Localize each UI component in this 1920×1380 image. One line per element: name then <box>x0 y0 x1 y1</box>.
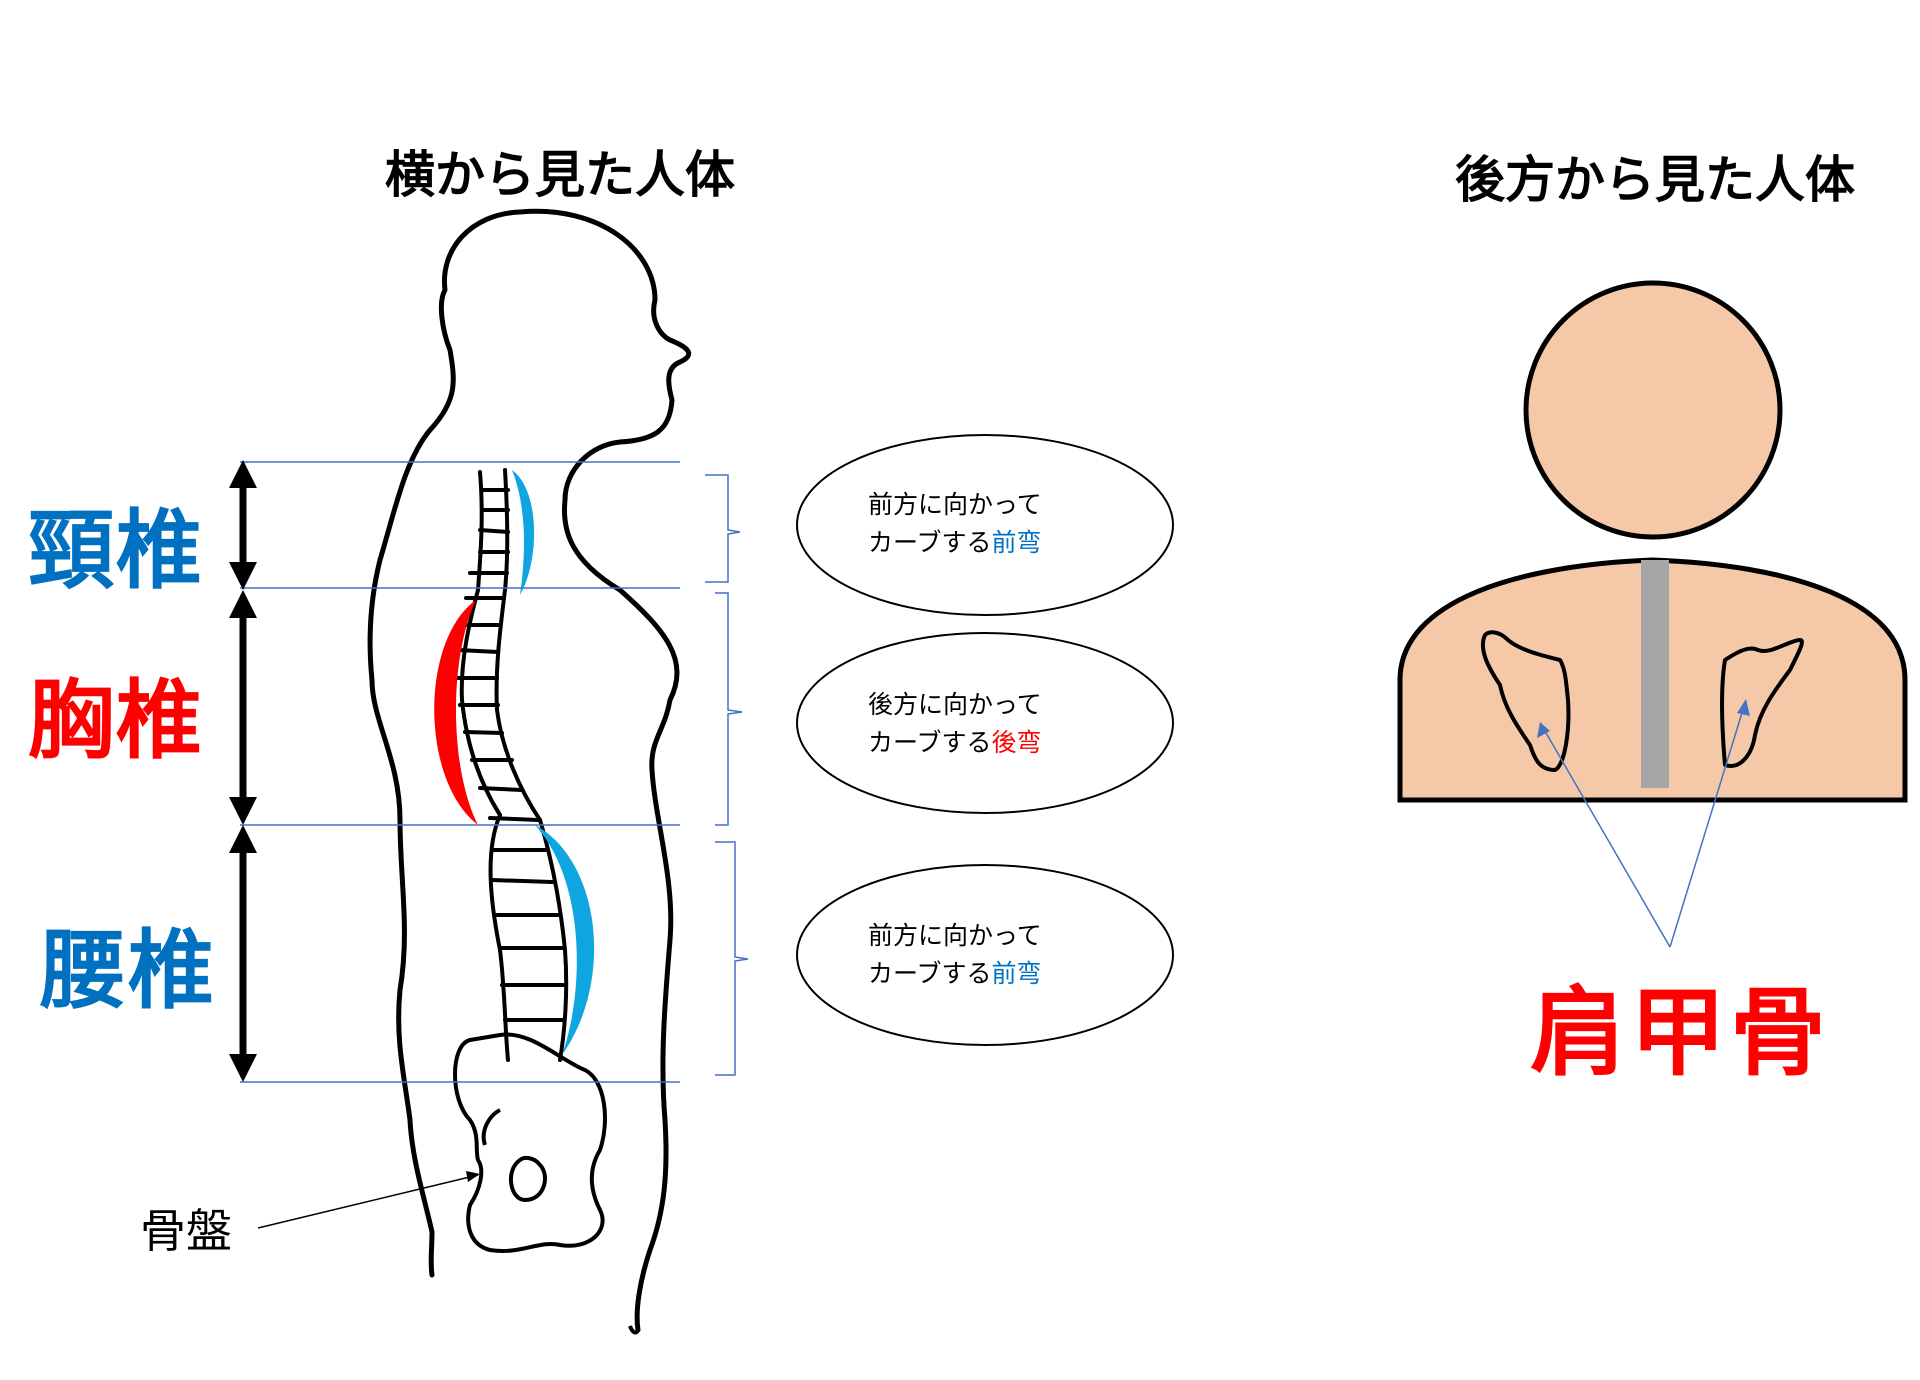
cervical-label: 頸椎 <box>28 480 204 605</box>
region-arrows <box>229 460 257 1082</box>
note-term-kyphosis: 後弯 <box>992 728 1042 757</box>
note-term-lordosis: 前弯 <box>992 959 1042 988</box>
thoracic-kyphosis-curve <box>434 600 478 825</box>
back-view-title: 後方から見た人体 <box>1455 140 1855 212</box>
pelvis-inner <box>511 1158 545 1200</box>
vertebrae <box>458 470 566 1060</box>
note-term-lordosis: 前弯 <box>992 528 1042 557</box>
lumbar-label: 腰椎 <box>40 900 216 1025</box>
note-prefix: カーブする <box>868 959 992 988</box>
note-line1: 前方に向かって <box>868 917 1068 955</box>
note-lumbar: 前方に向かって カーブする前弯 <box>868 917 1068 993</box>
note-cervical: 前方に向かって カーブする前弯 <box>868 486 1068 562</box>
pelvis-shape <box>455 1034 605 1251</box>
note-prefix: カーブする <box>868 528 992 557</box>
note-line1: 前方に向かって <box>868 486 1068 524</box>
pelvis-sacrum <box>484 1110 500 1145</box>
back-spine <box>1641 560 1669 788</box>
region-brackets <box>705 475 748 1075</box>
cervical-lordosis-curve <box>512 470 534 595</box>
back-head <box>1526 283 1780 537</box>
note-line2: カーブする前弯 <box>868 524 1068 562</box>
side-front-outline <box>520 211 689 1330</box>
note-prefix: カーブする <box>868 728 992 757</box>
note-thoracic: 後方に向かって カーブする後弯 <box>868 686 1068 762</box>
note-line2: カーブする前弯 <box>868 955 1068 993</box>
side-view-title: 横から見た人体 <box>385 135 735 207</box>
pelvis-label: 骨盤 <box>140 1195 232 1261</box>
note-line2: カーブする後弯 <box>868 724 1068 762</box>
pelvis-pointer-head <box>466 1171 480 1182</box>
thoracic-label: 胸椎 <box>28 650 204 775</box>
scapula-label: 肩甲骨 <box>1530 955 1830 1094</box>
note-line1: 後方に向かって <box>868 686 1068 724</box>
pelvis-pointer <box>258 1175 478 1228</box>
